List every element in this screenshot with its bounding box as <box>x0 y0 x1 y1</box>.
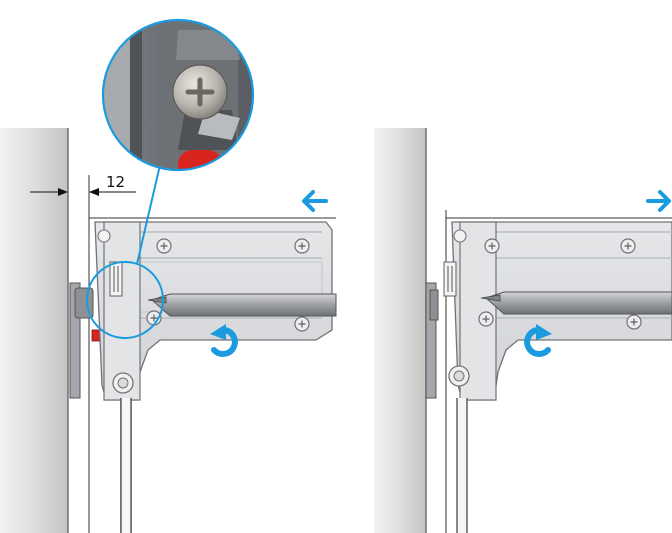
cabinet-wall <box>0 128 68 533</box>
arrow-right-icon <box>646 190 671 212</box>
zoom-detail <box>103 20 253 170</box>
magnifier-icon <box>86 164 164 339</box>
rotate-clockwise-icon <box>210 324 238 357</box>
screwdriver-icon <box>147 293 337 317</box>
vertical-rail-right <box>456 398 468 533</box>
cabinet-wall-right <box>374 128 426 533</box>
dimension-value: 12 <box>106 173 125 191</box>
screwdriver-right <box>480 291 672 315</box>
dimension-12mm: 12 <box>30 173 136 196</box>
right-panel <box>374 128 672 533</box>
left-panel: 12 <box>0 18 337 533</box>
arrow-left-icon <box>302 190 328 212</box>
rotate-counterclockwise-icon <box>524 324 552 357</box>
